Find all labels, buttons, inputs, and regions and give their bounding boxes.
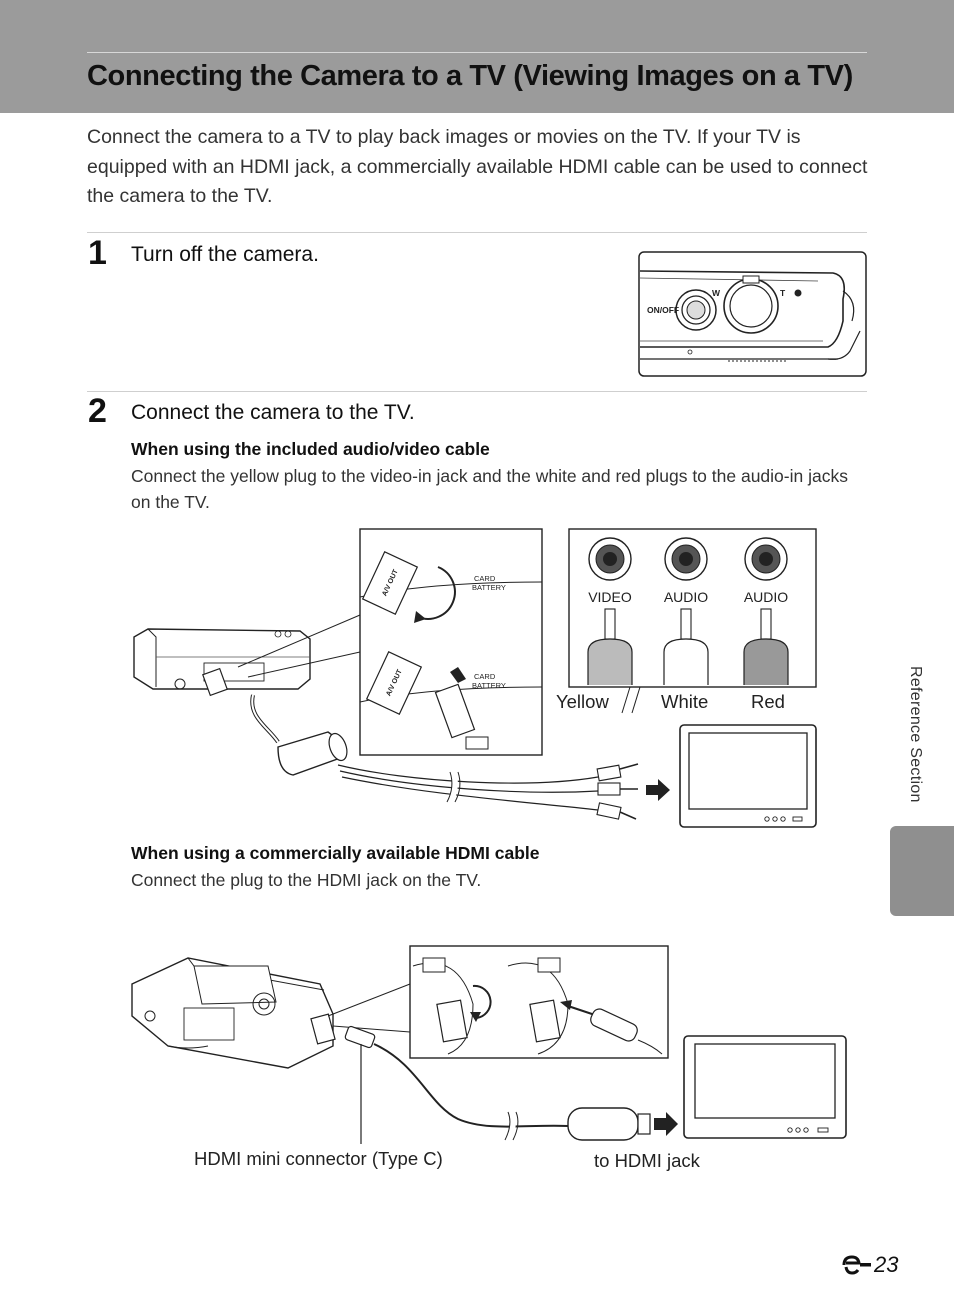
step-2-text: Connect the camera to the TV.	[131, 401, 415, 424]
help-icon	[794, 289, 802, 297]
hdmi-section-heading: When using a commercially available HDMI…	[131, 843, 540, 863]
hdmi-port-inset	[409, 945, 669, 1059]
battery-label-2: BATTERY	[472, 681, 506, 690]
jack-audio-label-2: AUDIO	[744, 589, 788, 605]
divider	[87, 232, 867, 233]
section-tab[interactable]	[890, 826, 954, 916]
hdmi-connector-label: HDMI mini connector (Type C)	[194, 1148, 443, 1169]
av-section-body: Connect the yellow plug to the video-in …	[131, 466, 848, 512]
plug-white-label: White	[661, 691, 708, 712]
page-number: 23	[840, 1252, 898, 1278]
rca-plugs	[596, 763, 639, 820]
arrow-icon	[654, 1112, 678, 1136]
header-rule	[87, 52, 867, 53]
tv-illustration	[679, 724, 817, 828]
on-off-label: ON/OFF	[647, 305, 679, 315]
card-label-1: CARD	[474, 574, 496, 583]
jack-video-label: VIDEO	[588, 589, 632, 605]
battery-label-1: BATTERY	[472, 583, 506, 592]
intro-paragraph: Connect the camera to a TV to play back …	[87, 126, 868, 207]
jack-audio-label-1: AUDIO	[664, 589, 708, 605]
plug-red-label: Red	[751, 691, 785, 712]
step-1-text: Turn off the camera.	[131, 243, 319, 266]
arrow-icon	[646, 779, 670, 801]
camera-top-illustration: ON/OFF W T	[638, 251, 867, 377]
step-2-number: 2	[88, 392, 107, 430]
hdmi-section-body: Connect the plug to the HDMI jack on the…	[131, 870, 482, 890]
hdmi-full-connector	[567, 1107, 651, 1141]
header-band	[0, 0, 954, 113]
tv-jack-panel: VIDEO AUDIO AUDIO	[568, 528, 817, 688]
to-hdmi-jack-label: to HDMI jack	[594, 1150, 701, 1171]
section-tab-label: Reference Section	[907, 666, 924, 803]
ferrite-core	[277, 731, 348, 776]
zoom-w-label: W	[712, 288, 721, 298]
av-out-inset: A/V OUT A/V OUT CARD BATTERY CARD BATTER…	[359, 528, 543, 756]
hdmi-camera-body	[131, 957, 334, 1069]
plug-yellow-label: Yellow	[556, 691, 609, 712]
hdmi-tv-illustration	[683, 1035, 847, 1139]
page-title: Connecting the Camera to a TV (Viewing I…	[87, 60, 853, 92]
step-1-number: 1	[88, 234, 107, 272]
divider	[87, 391, 867, 392]
reference-icon	[842, 1255, 871, 1275]
av-section-heading: When using the included audio/video cabl…	[131, 439, 490, 459]
av-cable-illustration: A/V OUT A/V OUT CARD BATTERY CARD BATTER…	[133, 528, 817, 828]
page-number-text: 23	[874, 1252, 899, 1277]
zoom-t-label: T	[780, 288, 786, 298]
card-label-2: CARD	[474, 672, 496, 681]
camera-body	[133, 628, 311, 690]
hdmi-cable-illustration: HDMI mini connector (Type C) to HDMI jac…	[131, 945, 847, 1171]
